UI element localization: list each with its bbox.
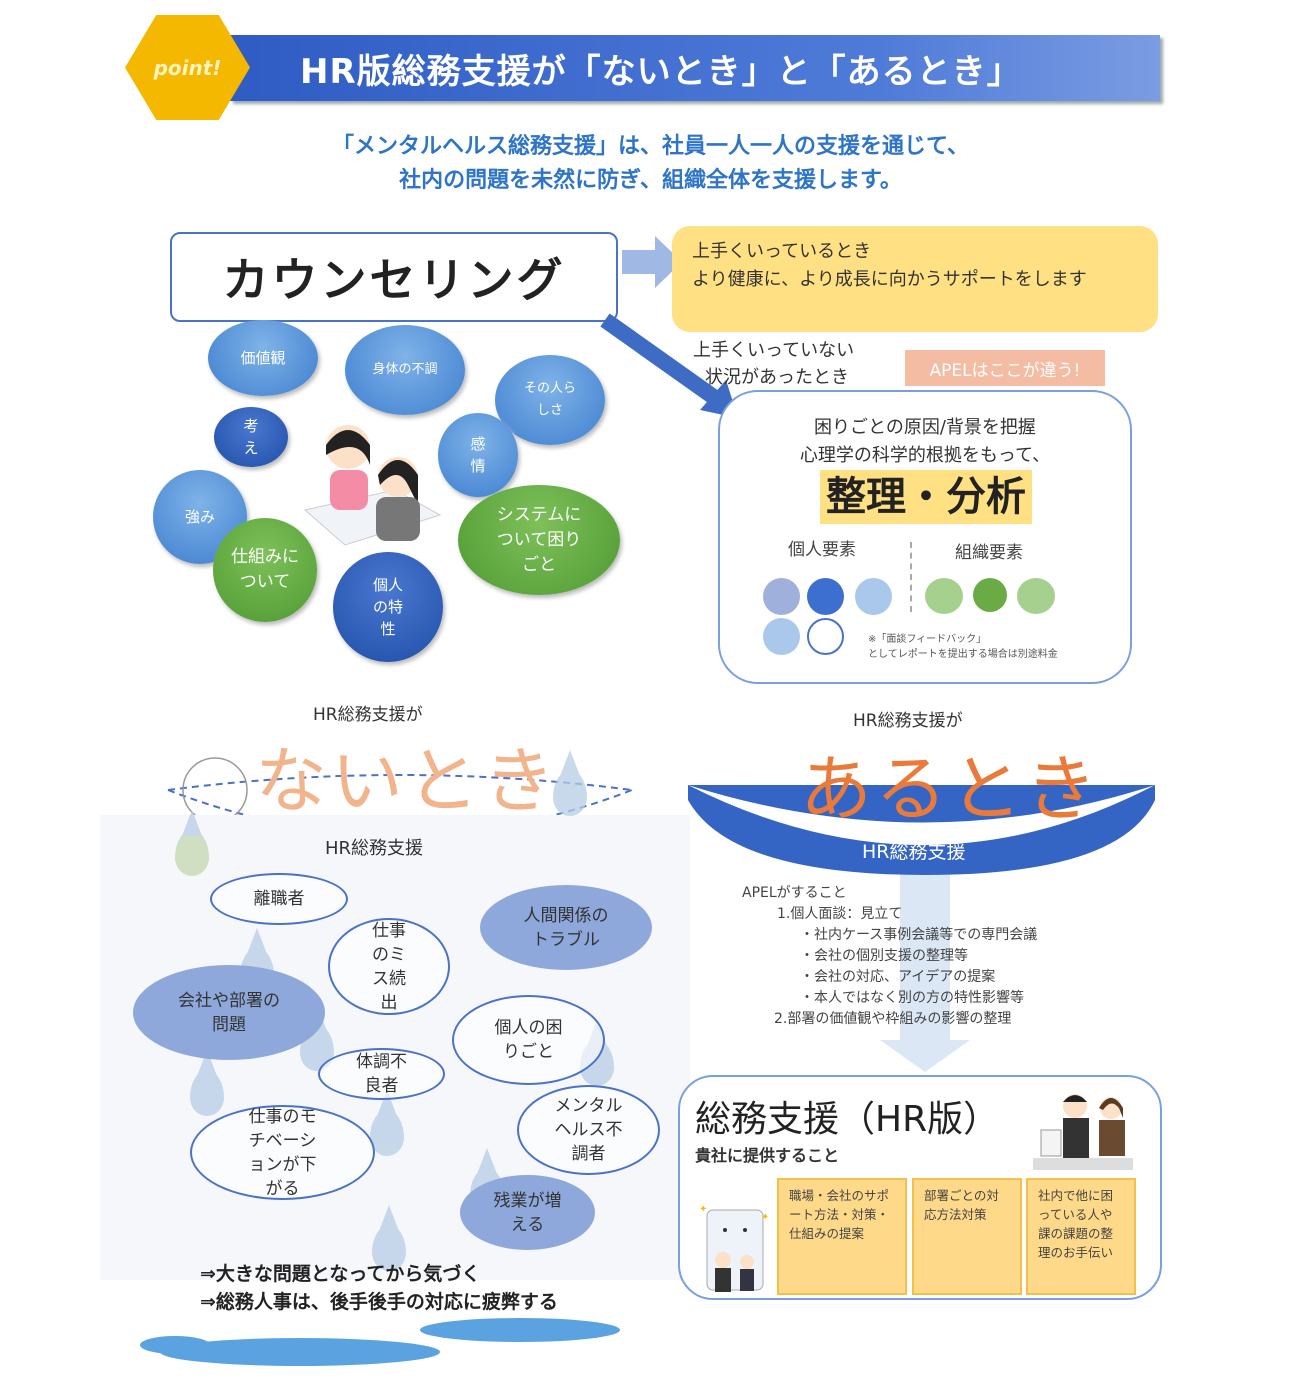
- service-item: 社内で他に困っている人や課の課題の整理のお手伝い: [1026, 1178, 1136, 1295]
- apel-difference-badge: APELはここが違う!: [905, 350, 1105, 386]
- conclusion-line-2: ⇒総務人事は、後手後手の対応に疲弊する: [200, 1291, 558, 1313]
- analysis-highlight: 整理・分析: [820, 470, 1032, 524]
- without-support-label: HR総務支援: [325, 838, 424, 859]
- page-title: HR版総務支援が「ないとき」と「あるとき」: [230, 35, 1160, 101]
- puddle: [160, 1338, 440, 1366]
- note-line-2: としてレポートを提出する場合は別途料金: [868, 649, 1058, 660]
- bubble-system: システムについて困りごと: [458, 485, 620, 595]
- issue-personal: 個人の困りごと: [452, 995, 605, 1085]
- mascot-illustration: ✦✦: [699, 1204, 769, 1292]
- counseling-illustration: [303, 425, 442, 546]
- with-support-label: HR総務支援: [862, 841, 966, 863]
- down-arrow-icon: [900, 870, 950, 1040]
- conclusion-line-1: ⇒大きな問題となってから気づく: [200, 1263, 481, 1285]
- apel-item: ・社内ケース事例会議等での専門会議: [800, 927, 1038, 943]
- analysis-line-1: 困りごとの原因/背景を把握: [814, 417, 1036, 438]
- svg-text:✦: ✦: [699, 1204, 707, 1215]
- good-case-text: より健康に、より成長に向かうサポートをします: [692, 269, 1087, 290]
- analysis-box: 困りごとの原因/背景を把握 心理学の科学的根拠をもって、 整理・分析 個人要素 …: [718, 390, 1132, 684]
- intro-line-1: 「メンタルヘルス総務支援」は、社員一人一人の支援を通じて、: [332, 134, 969, 159]
- issue-turnover: 離職者: [210, 873, 348, 925]
- apel-item: ・会社の個別支援の整理等: [800, 948, 968, 964]
- note-line-1: ※「面談フィードバック」: [868, 634, 987, 645]
- issue-department: 会社や部署の問題: [133, 965, 325, 1060]
- analysis-line-2: 心理学の科学的根拠をもって、: [799, 445, 1051, 466]
- issue-mistakes: 仕事のミス続出: [328, 918, 450, 1015]
- issue-motivation: 仕事のモチベーションが下がる: [190, 1105, 375, 1200]
- bad-case-line-2: 状況があったとき: [705, 367, 849, 388]
- drop-icon: [372, 1205, 406, 1271]
- issue-sick: 体調不良者: [318, 1048, 445, 1100]
- bubble-structure: 仕組みについて: [213, 518, 317, 622]
- apel-item: 2.部署の価値観や枠組みの影響の整理: [774, 1011, 1012, 1027]
- bad-case-line-1: 上手くいっていない: [693, 340, 855, 361]
- apel-item: 1.個人面談：見立て: [777, 906, 903, 922]
- intro-line-2: 社内の問題を未然に防ぎ、組織全体を支援します。: [399, 168, 902, 193]
- issue-overtime: 残業が増える: [460, 1175, 595, 1250]
- drop-icon: [190, 1050, 224, 1116]
- service-subtitle: 貴社に提供すること: [695, 1146, 840, 1165]
- drop-icon: [370, 1090, 404, 1156]
- diagonal-arrow-icon: [600, 313, 720, 405]
- apel-title: APELがすること: [742, 885, 847, 901]
- apel-item: ・会社の対応、アイデアの提案: [800, 969, 996, 985]
- good-case-title: 上手くいっているとき: [692, 241, 872, 262]
- with-title: あるとき: [800, 747, 1101, 831]
- drop-icon: [175, 810, 209, 876]
- service-item: 職場・会社のサポート方法・対策・仕組みの提案: [777, 1178, 907, 1295]
- counseling-box: カウンセリング: [170, 232, 618, 322]
- bubble-traits: 個人の特性: [333, 552, 443, 662]
- counseling-label: カウンセリング: [222, 253, 566, 307]
- bubble-personality: その人らしさ: [495, 355, 605, 445]
- issue-relationships: 人間関係のトラブル: [480, 885, 652, 970]
- drop-icon: [553, 750, 587, 816]
- without-title: ないとき: [255, 739, 560, 823]
- issue-mental: メンタルヘルス不調者: [517, 1085, 660, 1175]
- org-factors-label: 組織要素: [955, 543, 1023, 563]
- right-arrow-icon: [622, 236, 682, 288]
- bubble-thoughts: 考え: [214, 407, 288, 467]
- good-case-box: 上手くいっているとき より健康に、より成長に向かうサポートをします: [672, 226, 1158, 332]
- svg-text:✦: ✦: [761, 1212, 769, 1223]
- without-prefix: HR総務支援が: [313, 705, 423, 725]
- apel-item: ・本人ではなく別の方の特性影響等: [800, 990, 1024, 1006]
- apel-list: APELがすること 1.個人面談：見立て ・社内ケース事例会議等での専門会議 ・…: [742, 883, 1037, 1030]
- personal-factors-label: 個人要素: [788, 540, 856, 560]
- bad-case-label: 上手くいっていない 状況があったとき: [693, 337, 854, 391]
- service-item: 部署ごとの対応方法対策: [912, 1178, 1022, 1295]
- bubble-values: 価値観: [208, 320, 318, 396]
- bubble-physical: 身体の不調: [345, 325, 465, 415]
- divider: [910, 542, 912, 612]
- service-title: 総務支援（HR版）: [695, 1099, 1000, 1140]
- with-prefix: HR総務支援が: [853, 711, 963, 731]
- bowl-shape: [688, 785, 1155, 875]
- bubble-emotion: 感情: [438, 413, 518, 497]
- meeting-illustration: [1033, 1094, 1133, 1170]
